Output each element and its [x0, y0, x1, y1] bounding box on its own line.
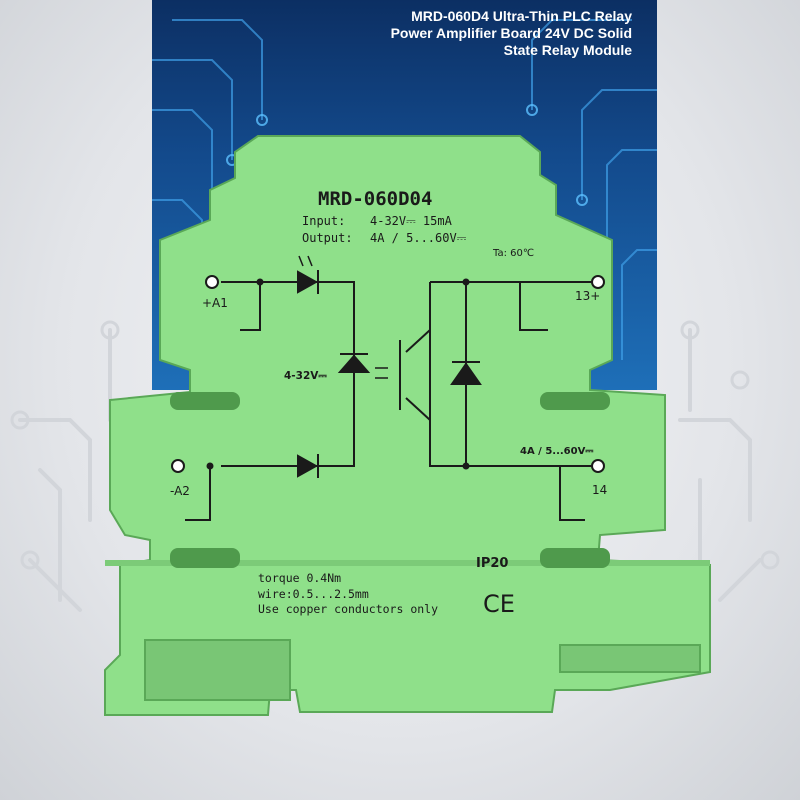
temperature-rating: Ta: 60℃: [492, 248, 534, 259]
schematic-nodes: [206, 278, 470, 470]
screw-slot-right-top: [540, 392, 610, 410]
model-number: MRD-060D04: [318, 188, 432, 210]
output-value: 4A / 5...60V⎓: [370, 231, 467, 245]
input-label: Input:: [302, 214, 345, 228]
module-shade: [105, 560, 710, 566]
output-label: Output:: [302, 231, 353, 245]
terminal-a2-label: -A2: [170, 484, 190, 498]
ce-mark: CE: [483, 590, 515, 618]
torque-spec: torque 0.4Nm: [258, 571, 341, 585]
din-foot: [559, 644, 701, 673]
module-body: [104, 135, 711, 716]
product-title: MRD-060D4 Ultra-Thin PLC Relay Power Amp…: [302, 8, 632, 59]
circuit-schematic: [185, 270, 598, 521]
screw-slot-left-bottom: [170, 548, 240, 568]
screw-slot-right-bottom: [540, 548, 610, 568]
ip-rating: IP20: [476, 556, 508, 571]
input-value: 4-32V⎓ 15mA: [370, 214, 453, 228]
screw-slot-left-top: [170, 392, 240, 410]
terminal-circles: [171, 275, 605, 473]
title-line-3: State Relay Module: [503, 42, 632, 58]
copper-note: Use copper conductors only: [258, 602, 438, 616]
input-range-label: 4-32V⎓: [284, 370, 327, 382]
title-line-1: MRD-060D4 Ultra-Thin PLC Relay: [411, 8, 632, 24]
output-range-label: 4A / 5...60V⎓: [520, 446, 593, 457]
wire-spec: wire:0.5...2.5mm: [258, 587, 369, 601]
led-emission-arrows: [298, 255, 388, 379]
title-line-2: Power Amplifier Board 24V DC Solid: [390, 25, 632, 41]
din-clip: [144, 639, 291, 701]
terminal-13-label: 13+: [575, 289, 600, 303]
terminal-14-label: 14: [592, 483, 607, 497]
terminal-a1-label: +A1: [202, 296, 228, 310]
